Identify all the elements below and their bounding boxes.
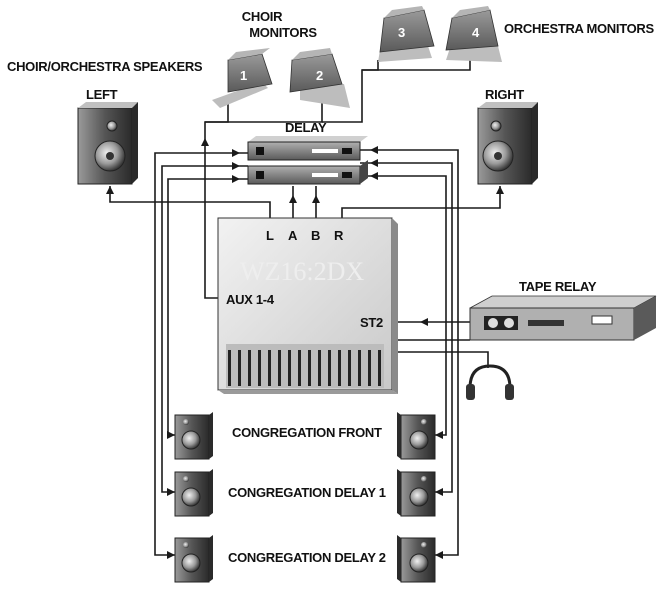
tape-relay-unit [469, 295, 657, 341]
congregation-delay-2-label: CONGREGATION DELAY 2 [228, 550, 386, 565]
choir-monitors-label-line2: MONITORS [249, 25, 317, 40]
monitor-number: 4 [472, 25, 480, 40]
congregation-delay-2-right-speaker [397, 535, 436, 583]
monitor-number: 2 [316, 68, 323, 83]
congregation-delay-2-left-speaker [174, 535, 213, 583]
mixer-console [217, 217, 398, 394]
choir-monitor-1: 1 [212, 48, 273, 108]
mixer-fader-bank [226, 344, 384, 388]
left-main-speaker [77, 102, 138, 185]
tape-relay-label: TAPE RELAY [519, 279, 597, 294]
congregation-front-label: CONGREGATION FRONT [232, 425, 382, 440]
monitor-number: 1 [240, 68, 247, 83]
mixer-output-r: R [334, 228, 344, 243]
mixer-logo: WZ16:2DX [240, 257, 364, 286]
st2-label: ST2 [360, 315, 383, 330]
congregation-delay-1-right-speaker [397, 469, 436, 517]
mixer-output-a: A [288, 228, 298, 243]
choir-monitors-label-line1: CHOIR [242, 9, 283, 24]
right-main-speaker [477, 102, 538, 185]
congregation-front-left-speaker [174, 412, 213, 460]
orchestra-monitors-label: ORCHESTRA MONITORS [504, 21, 655, 36]
congregation-delay-1-label: CONGREGATION DELAY 1 [228, 485, 386, 500]
wiring [109, 60, 501, 556]
mixer-output-l: L [266, 228, 274, 243]
congregation-delay-1-left-speaker [174, 469, 213, 517]
choir-monitor-2: 2 [289, 48, 350, 108]
orchestra-monitor-4: 4 [445, 6, 502, 62]
headphones-icon [466, 364, 514, 400]
aux-label: AUX 1-4 [226, 292, 275, 307]
delay-unit-upper [247, 136, 368, 161]
mixer-output-b: B [311, 228, 320, 243]
delay-label: DELAY [285, 120, 327, 135]
right-speaker-label: RIGHT [485, 87, 524, 102]
monitor-number: 3 [398, 25, 405, 40]
congregation-front-right-speaker [397, 412, 436, 460]
orchestra-monitor-3: 3 [378, 6, 435, 62]
choir-orchestra-speakers-label: CHOIR/ORCHESTRA SPEAKERS [7, 59, 203, 74]
signal-arrows [106, 138, 504, 559]
left-speaker-label: LEFT [86, 87, 118, 102]
delay-unit-lower [247, 160, 368, 185]
